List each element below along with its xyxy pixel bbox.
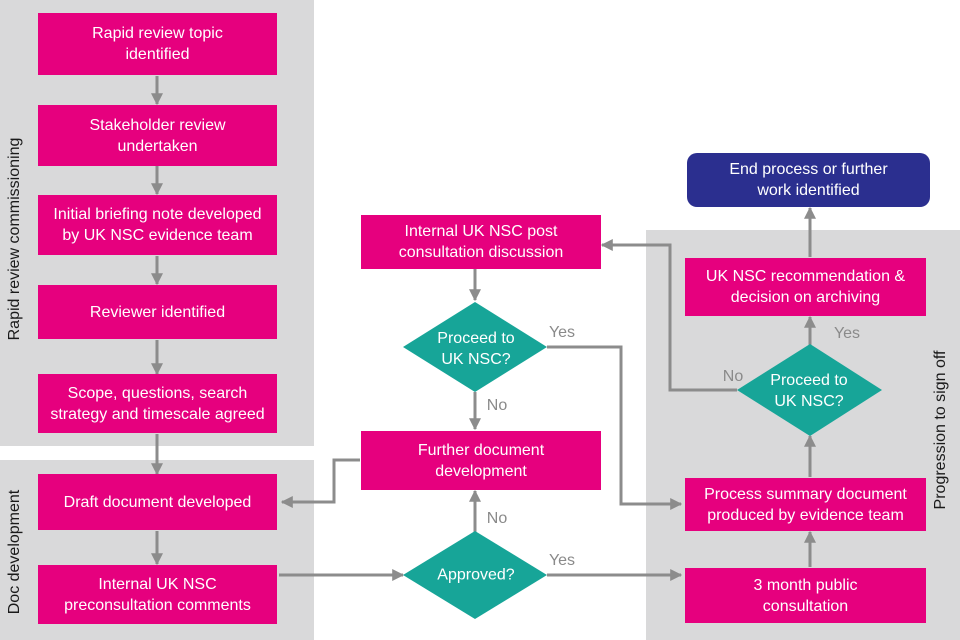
label-approved-yes: Yes xyxy=(548,552,576,569)
node-recommendation: UK NSC recommendation & decision on arch… xyxy=(685,258,926,316)
section-doc-development-title: Doc development xyxy=(6,489,23,615)
node-public: 3 month public consultation xyxy=(685,568,926,623)
node-reviewer: Reviewer identified xyxy=(38,285,277,339)
node-scope: Scope, questions, search strategy and ti… xyxy=(38,374,277,433)
node-further: Further document development xyxy=(361,431,601,490)
section-commissioning-title: Rapid review commissioning xyxy=(6,137,23,341)
node-briefing: Initial briefing note developed by UK NS… xyxy=(38,195,277,255)
label-proceed2-no: No xyxy=(722,368,744,385)
approved-diamond xyxy=(403,531,547,619)
node-internal-post: Internal UK NSC post consultation discus… xyxy=(361,215,601,269)
proceed1-diamond xyxy=(403,302,547,392)
label-proceed1-no: No xyxy=(486,397,508,414)
edge-further-draft xyxy=(280,458,360,508)
section-sign-off-title: Progression to sign off xyxy=(932,350,949,510)
edge-proceed1-yes xyxy=(547,345,683,510)
node-approved: Approved? xyxy=(437,566,515,584)
node-proceed2: Proceed to UK NSC? xyxy=(770,372,848,410)
edge-proceed2-no xyxy=(600,239,737,392)
node-summary: Process summary document produced by evi… xyxy=(685,478,926,531)
label-proceed2-yes: Yes xyxy=(833,325,861,342)
node-stakeholder: Stakeholder review undertaken xyxy=(38,105,277,166)
node-end: End process or further work identified xyxy=(687,153,930,207)
label-proceed1-yes: Yes xyxy=(548,324,576,341)
label-approved-no: No xyxy=(486,510,508,527)
node-proceed1: Proceed to UK NSC? xyxy=(437,330,515,368)
node-precomments: Internal UK NSC preconsultation comments xyxy=(38,565,277,624)
proceed2-diamond xyxy=(737,344,882,436)
node-draft: Draft document developed xyxy=(38,474,277,530)
node-topic: Rapid review topic identified xyxy=(38,13,277,75)
